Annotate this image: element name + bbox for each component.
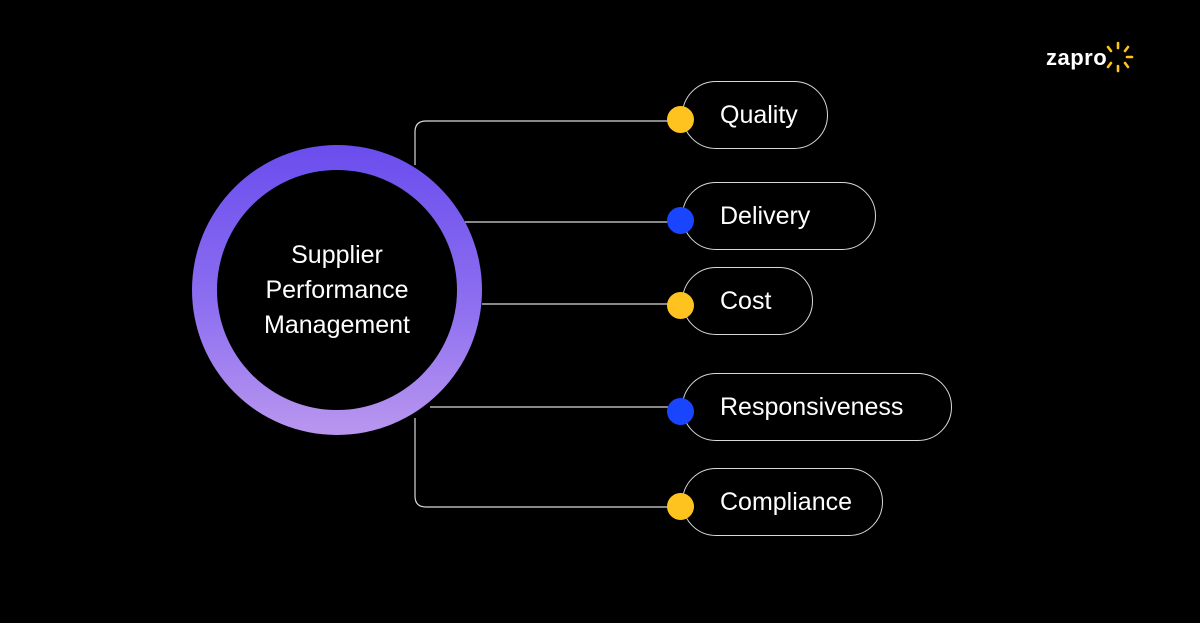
branch-pill-responsiveness: Responsiveness (682, 373, 952, 441)
branch-dot-compliance (667, 493, 694, 520)
branch-label-quality: Quality (720, 100, 798, 129)
hub-center: Supplier Performance Management (217, 170, 457, 410)
branch-label-delivery: Delivery (720, 201, 811, 230)
branch-dot-responsiveness (667, 398, 694, 425)
hub-title-line-3: Management (264, 310, 410, 339)
logo-text: zapro (1046, 45, 1108, 70)
branch-label-responsiveness: Responsiveness (720, 392, 904, 421)
branch-pill-delivery: Delivery (682, 182, 876, 250)
sunburst-icon (1106, 41, 1134, 73)
hub-title: Supplier Performance Management (264, 238, 410, 343)
hub-title-line-1: Supplier (291, 240, 383, 269)
connector-compliance (414, 418, 680, 508)
branch-dot-delivery (667, 207, 694, 234)
branch-pill-quality: Quality (682, 81, 828, 149)
branch-dot-quality (667, 106, 694, 133)
branch-label-compliance: Compliance (720, 487, 853, 516)
hub-title-line-2: Performance (265, 275, 409, 304)
branch-label-cost: Cost (720, 286, 772, 315)
zapro-logo: zapro (1046, 41, 1134, 75)
branch-dot-cost (667, 292, 694, 319)
hub-ring: Supplier Performance Management (192, 145, 482, 435)
branch-pill-compliance: Compliance (682, 468, 883, 536)
branch-pill-cost: Cost (682, 267, 813, 335)
connector-quality (414, 120, 680, 165)
